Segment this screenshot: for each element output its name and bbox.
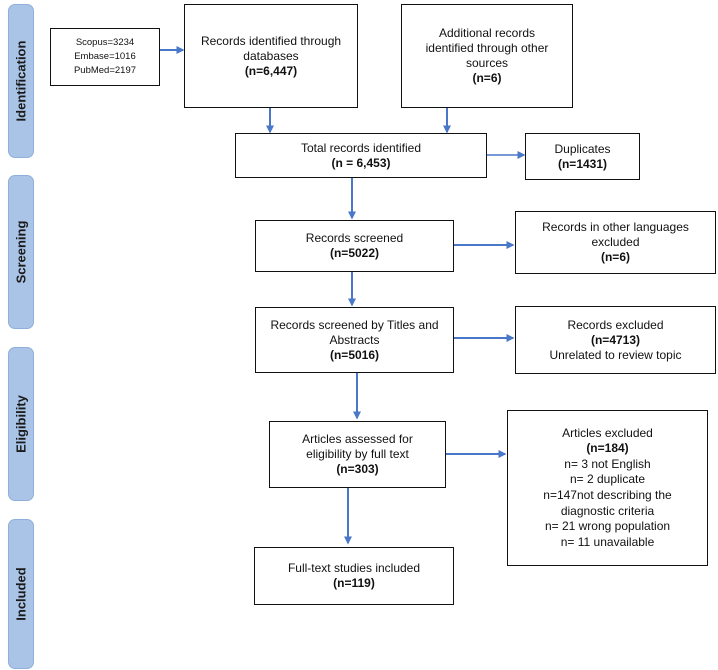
phase-included: Included <box>8 519 34 669</box>
records-excluded-text: Records excluded <box>567 317 664 332</box>
duplicates-text: Duplicates <box>554 141 611 156</box>
exclusion-reason-unavailable: n= 11 unavailable <box>560 534 655 549</box>
records-excluded-box: Records excluded (n=4713) Unrelated to r… <box>515 306 716 374</box>
titles-abstracts-box: Records screened by Titles and Abstracts… <box>255 307 454 373</box>
articles-excluded-count: (n=184) <box>586 441 629 456</box>
phase-eligibility: Eligibility <box>8 347 34 501</box>
source-pubmed: PubMed=2197 <box>73 64 137 76</box>
source-scopus: Scopus=3234 <box>75 37 135 49</box>
database-records-count: (n=6,447) <box>244 63 298 78</box>
database-records-text: Records identified through databases <box>200 33 342 63</box>
sources-box: Scopus=3234 Embase=1016 PubMed=2197 <box>50 28 160 86</box>
records-excluded-count: (n=4713) <box>590 332 641 347</box>
total-records-text: Total records identified <box>300 140 422 155</box>
records-excluded-reason: Unrelated to review topic <box>549 347 682 362</box>
articles-excluded-box: Articles excluded (n=184) n= 3 not Engli… <box>507 410 708 566</box>
other-records-count: (n=6) <box>472 71 502 85</box>
included-text: Full-text studies included <box>287 561 421 575</box>
other-languages-box: Records in other languages excluded (n=6… <box>515 211 716 274</box>
duplicates-count: (n=1431) <box>557 156 608 171</box>
exclusion-reason-population: n= 21 wrong population <box>544 519 671 534</box>
other-languages-text: Records in other languages excluded <box>542 220 689 249</box>
included-count: (n=119) <box>333 576 375 590</box>
titles-abstracts-count: (n=5016) <box>329 347 380 362</box>
other-languages-count: (n=6) <box>600 250 630 264</box>
screened-box: Records screened (n=5022) <box>255 220 454 272</box>
other-records-box: Additional records identified through ot… <box>401 4 573 108</box>
phase-identification: Identification <box>8 4 34 158</box>
included-box: Full-text studies included (n=119) <box>254 547 454 605</box>
duplicates-box: Duplicates (n=1431) <box>525 133 640 180</box>
exclusion-reason-not-english: n= 3 not English <box>564 456 651 471</box>
fulltext-assessed-count: (n=303) <box>336 462 379 476</box>
exclusion-reason-duplicate: n= 2 duplicate <box>569 472 646 487</box>
other-records-text: Additional records identified through ot… <box>425 26 549 70</box>
source-embase: Embase=1016 <box>74 51 136 63</box>
titles-abstracts-text: Records screened by Titles and Abstracts <box>270 317 439 347</box>
fulltext-assessed-box: Articles assessed for eligibility by ful… <box>269 421 446 488</box>
screened-count: (n=5022) <box>329 246 380 260</box>
screened-text: Records screened <box>305 231 404 245</box>
fulltext-assessed-text: Articles assessed for eligibility by ful… <box>302 432 413 461</box>
database-records-box: Records identified through databases (n=… <box>184 4 358 108</box>
phase-screening: Screening <box>8 175 34 329</box>
articles-excluded-text: Articles excluded <box>562 425 653 440</box>
exclusion-reason-criteria: n=147not describing the diagnostic crite… <box>543 488 672 518</box>
total-records-count: (n = 6,453) <box>331 155 391 170</box>
total-records-box: Total records identified (n = 6,453) <box>235 133 487 178</box>
